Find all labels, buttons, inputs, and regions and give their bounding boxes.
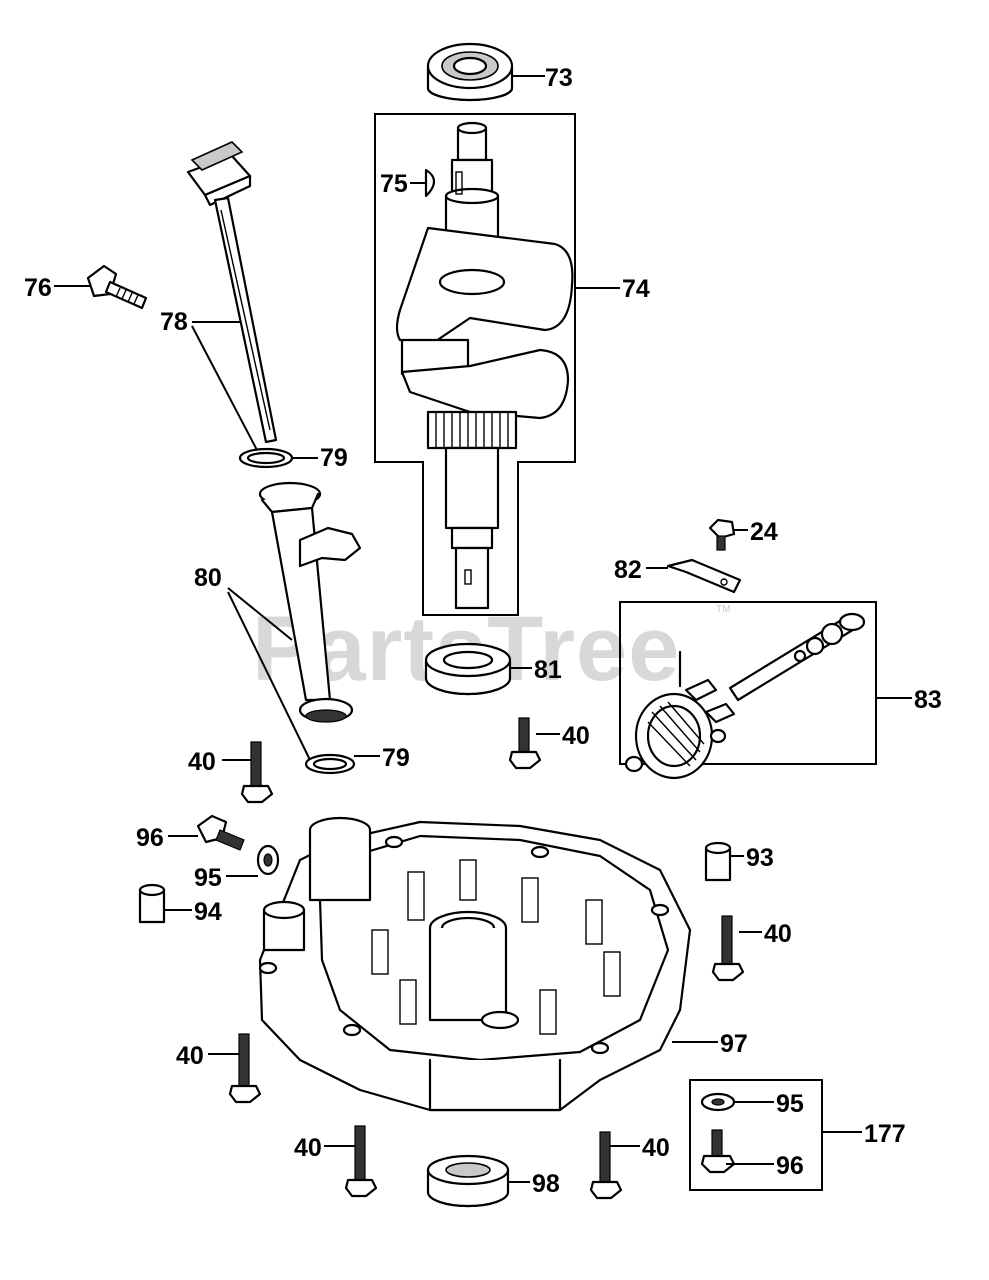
callout-96-kit[interactable]: 96 bbox=[776, 1152, 804, 1180]
callout-177[interactable]: 177 bbox=[864, 1120, 906, 1148]
callout-95-upper[interactable]: 95 bbox=[194, 864, 222, 892]
part-96-bolt-upper[interactable] bbox=[168, 814, 245, 851]
part-82-bracket[interactable] bbox=[646, 558, 742, 594]
callout-94[interactable]: 94 bbox=[194, 898, 222, 926]
callout-97[interactable]: 97 bbox=[720, 1030, 748, 1058]
callout-96-upper[interactable]: 96 bbox=[136, 824, 164, 852]
part-79-oring-upper[interactable] bbox=[238, 447, 318, 469]
part-81-thrust-washer[interactable] bbox=[424, 642, 532, 696]
callout-95-kit[interactable]: 95 bbox=[776, 1090, 804, 1118]
callout-40-e[interactable]: 40 bbox=[294, 1134, 322, 1162]
part-40-bolt-b[interactable] bbox=[222, 741, 274, 804]
part-94-dowel-sleeve[interactable] bbox=[138, 883, 192, 924]
callout-40-b[interactable]: 40 bbox=[188, 748, 216, 776]
part-79-oring-lower[interactable] bbox=[304, 753, 380, 775]
leader-80a bbox=[227, 587, 293, 641]
callout-78[interactable]: 78 bbox=[160, 308, 188, 336]
part-98-oil-seal[interactable] bbox=[426, 1154, 530, 1208]
part-78-dipstick[interactable] bbox=[186, 141, 278, 444]
part-95-washer-upper[interactable] bbox=[226, 844, 280, 877]
part-24-bolt[interactable] bbox=[708, 518, 748, 551]
callout-93[interactable]: 93 bbox=[746, 844, 774, 872]
hardware-kit-box bbox=[689, 1079, 823, 1191]
callout-labels: 73 75 74 78 76 79 24 82 80 81 83 40 40 7… bbox=[24, 64, 942, 1198]
callout-81[interactable]: 81 bbox=[534, 656, 562, 684]
callout-24[interactable]: 24 bbox=[750, 518, 778, 546]
callout-40-f[interactable]: 40 bbox=[642, 1134, 670, 1162]
callout-79-lower[interactable]: 79 bbox=[382, 744, 410, 772]
callout-40-d[interactable]: 40 bbox=[176, 1042, 204, 1070]
part-93-dowel-sleeve[interactable] bbox=[704, 841, 744, 882]
part-76-bolt[interactable] bbox=[54, 264, 148, 310]
callout-76[interactable]: 76 bbox=[24, 274, 52, 302]
part-95-washer-kit[interactable] bbox=[700, 1092, 774, 1112]
part-73-ball-bearing[interactable] bbox=[426, 42, 545, 102]
part-80-dipstick-tube[interactable] bbox=[258, 481, 362, 723]
crankshaft-kit-box bbox=[374, 113, 576, 616]
part-97-crankcase-cover[interactable] bbox=[258, 816, 692, 1112]
part-96-bolt-kit[interactable] bbox=[700, 1129, 774, 1174]
callout-73[interactable]: 73 bbox=[545, 64, 573, 92]
leader-78b bbox=[191, 325, 259, 453]
callout-82[interactable]: 82 bbox=[614, 556, 642, 584]
part-40-bolt-c[interactable] bbox=[711, 915, 762, 982]
part-83-governor-assembly[interactable] bbox=[624, 612, 866, 780]
callout-98[interactable]: 98 bbox=[532, 1170, 560, 1198]
callout-40-c[interactable]: 40 bbox=[764, 920, 792, 948]
part-74-crankshaft[interactable] bbox=[395, 121, 574, 610]
callout-40-a[interactable]: 40 bbox=[562, 722, 590, 750]
governor-kit-box bbox=[619, 601, 877, 765]
part-40-bolt-a[interactable] bbox=[508, 717, 560, 770]
callout-80[interactable]: 80 bbox=[194, 564, 222, 592]
callout-74[interactable]: 74 bbox=[622, 275, 650, 303]
callout-79-upper[interactable]: 79 bbox=[320, 444, 348, 472]
part-40-bolt-f[interactable] bbox=[589, 1131, 640, 1200]
callout-75[interactable]: 75 bbox=[380, 170, 408, 198]
leader-80b bbox=[227, 591, 311, 761]
part-75-key[interactable] bbox=[410, 168, 436, 198]
callout-83[interactable]: 83 bbox=[914, 686, 942, 714]
part-40-bolt-e[interactable] bbox=[324, 1125, 378, 1198]
watermark-trademark: TM bbox=[716, 604, 730, 615]
part-40-bolt-d[interactable] bbox=[208, 1033, 262, 1104]
